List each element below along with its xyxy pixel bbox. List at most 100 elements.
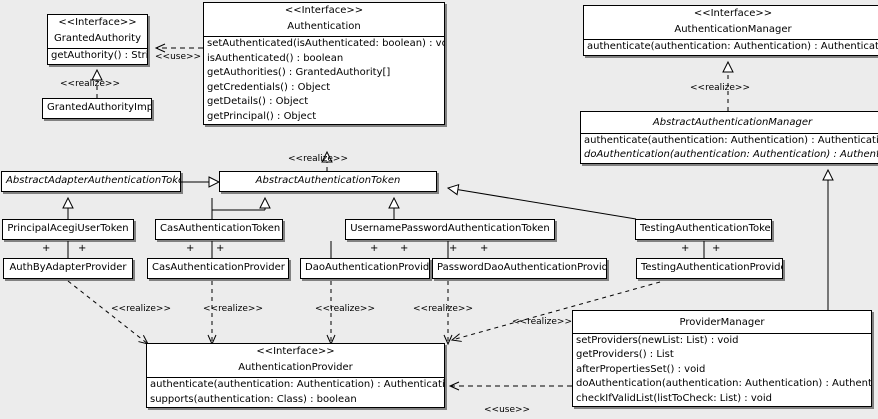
class-name: AbstractAuthenticationManager <box>652 117 813 128</box>
class-cas-authentication-token[interactable]: CasAuthenticationToken <box>155 219 283 240</box>
class-methods: getAuthority() : String <box>48 48 147 64</box>
class-header: ProviderManager <box>573 311 871 333</box>
relationship-label-use-granted-authority: <<use>> <box>155 52 202 62</box>
relationship-label-realize-password-dao-provider: <<realize>> <box>413 304 473 314</box>
class-name: CasAuthenticationToken <box>160 223 281 234</box>
class-name: ProviderManager <box>679 317 765 328</box>
association-plus-mark: + <box>42 243 51 254</box>
class-abstract-adapter-authentication-token[interactable]: AbstractAdapterAuthenticationToken <box>1 171 181 192</box>
class-granted-authority-impl[interactable]: GrantedAuthorityImpl <box>42 98 152 119</box>
class-abstract-authentication-manager[interactable]: AbstractAuthenticationManager authentica… <box>580 111 878 164</box>
association-plus-mark: + <box>449 243 458 254</box>
class-name: DaoAuthenticationProvider <box>305 262 430 273</box>
method-row: doAuthentication(authentication: Authent… <box>584 149 878 160</box>
class-name: TestingAuthenticationProvider <box>641 262 783 273</box>
relationship-label-realize-dao-provider: <<realize>> <box>315 304 375 314</box>
association-plus-mark: + <box>216 243 225 254</box>
class-header: PasswordDaoAuthenticationProvider <box>433 259 606 278</box>
class-name: CasAuthenticationProvider <box>152 262 285 273</box>
class-password-dao-authentication-provider[interactable]: PasswordDaoAuthenticationProvider <box>432 258 607 279</box>
class-name: Authentication <box>287 20 361 32</box>
stereotype-label: <<Interface>> <box>284 5 364 16</box>
method-row: getPrincipal() : Object <box>207 110 317 122</box>
relationship-label-use-provider-manager: <<use>> <box>484 405 531 415</box>
relationship-label-realize-abstract-authentication-token: <<realize>> <box>288 154 348 164</box>
class-authentication[interactable]: <<Interface>> Authentication setAuthenti… <box>203 2 445 125</box>
association-plus-mark: + <box>400 243 409 254</box>
relationship-label-realize-auth-by-adapter: <<realize>> <box>111 304 171 314</box>
class-name: AbstractAuthenticationToken <box>255 175 401 186</box>
class-methods: setAuthenticated(isAuthenticated: boolea… <box>204 36 444 124</box>
class-header: TestingAuthenticationProvider <box>637 259 782 278</box>
class-name: AuthByAdapterProvider <box>9 262 127 273</box>
class-auth-by-adapter-provider[interactable]: AuthByAdapterProvider <box>3 258 133 279</box>
class-name: PasswordDaoAuthenticationProvider <box>437 262 607 273</box>
class-header: AbstractAuthenticationManager <box>581 112 878 133</box>
relationship-label-realize-cas-provider: <<realize>> <box>203 304 263 314</box>
association-plus-mark: + <box>370 243 379 254</box>
method-row: getCredentials() : Object <box>207 81 331 93</box>
method-row: authenticate(authentication: Authenticat… <box>584 134 878 146</box>
method-row: getProviders() : List <box>576 349 674 360</box>
method-row: getDetails() : Object <box>207 96 309 107</box>
relationship-label-realize-abstract-authentication-manager: <<realize>> <box>690 83 750 93</box>
class-name: TestingAuthenticationToken <box>640 223 772 234</box>
method-row: setAuthenticated(isAuthenticated: boolea… <box>207 38 445 49</box>
class-principal-acegi-user-token[interactable]: PrincipalAcegiUserToken <box>2 219 134 240</box>
association-plus-mark: + <box>78 243 87 254</box>
class-name: AuthenticationProvider <box>238 361 353 373</box>
class-dao-authentication-provider[interactable]: DaoAuthenticationProvider <box>300 258 430 279</box>
class-header: AbstractAuthenticationToken <box>220 172 436 191</box>
class-name: AuthenticationManager <box>674 23 792 35</box>
stereotype-label: <<Interface>> <box>256 346 335 357</box>
method-row: authenticate(authentication: Authenticat… <box>150 379 445 390</box>
association-plus-mark: + <box>480 243 489 254</box>
class-header: <<Interface>> AuthenticationProvider <box>147 344 444 377</box>
relationship-label-realize-granted-authority-impl: <<realize>> <box>60 79 120 89</box>
association-plus-mark: + <box>186 243 195 254</box>
class-header: CasAuthenticationProvider <box>148 259 288 278</box>
class-methods: authenticate(authentication: Authenticat… <box>581 132 878 163</box>
method-row: supports(authentication: Class) : boolea… <box>150 393 357 405</box>
method-row: afterPropertiesSet() : void <box>576 363 706 375</box>
method-row: setProviders(newList: List) : void <box>576 334 739 346</box>
class-authentication-manager[interactable]: <<Interface>> AuthenticationManager auth… <box>583 5 878 56</box>
class-authentication-provider[interactable]: <<Interface>> AuthenticationProvider aut… <box>146 343 445 408</box>
stereotype-label: <<Interface>> <box>58 17 137 28</box>
class-testing-authentication-token[interactable]: TestingAuthenticationToken <box>635 219 772 240</box>
class-header: CasAuthenticationToken <box>156 220 282 239</box>
class-abstract-authentication-token[interactable]: AbstractAuthenticationToken <box>219 171 437 192</box>
class-name: GrantedAuthorityImpl <box>47 102 152 113</box>
class-methods: authenticate(authentication: Authenticat… <box>147 377 444 407</box>
class-header: DaoAuthenticationProvider <box>301 259 429 278</box>
class-methods: setProviders(newList: List) : void getPr… <box>573 332 872 407</box>
class-header: AuthByAdapterProvider <box>4 259 132 278</box>
association-plus-mark: + <box>681 243 690 254</box>
class-name: GrantedAuthority <box>53 32 142 44</box>
class-provider-manager[interactable]: ProviderManager setProviders(newList: Li… <box>572 310 872 407</box>
method-row: isAuthenticated() : boolean <box>207 52 344 64</box>
method-row: getAuthorities() : GrantedAuthority[] <box>207 67 391 78</box>
class-header: AbstractAdapterAuthenticationToken <box>2 172 180 191</box>
class-methods: authenticate(authentication: Authenticat… <box>584 39 878 55</box>
method-row: checkIfValidList(listToCheck: List) : vo… <box>576 392 773 404</box>
class-header: TestingAuthenticationToken <box>636 220 771 239</box>
method-row: authenticate(authentication: Authenticat… <box>587 41 878 52</box>
method-row: doAuthentication(authentication: Authent… <box>576 378 872 389</box>
class-header: UsernamePasswordAuthenticationToken <box>346 220 554 239</box>
class-name: AbstractAdapterAuthenticationToken <box>6 175 181 186</box>
class-cas-authentication-provider[interactable]: CasAuthenticationProvider <box>147 258 289 279</box>
class-header: PrincipalAcegiUserToken <box>3 220 133 239</box>
class-granted-authority[interactable]: <<Interface>> GrantedAuthority getAuthor… <box>47 14 148 65</box>
stereotype-label: <<Interface>> <box>693 8 773 19</box>
class-header: <<Interface>> GrantedAuthority <box>48 15 147 48</box>
association-plus-mark: + <box>712 243 721 254</box>
class-username-password-authentication-token[interactable]: UsernamePasswordAuthenticationToken <box>345 219 555 240</box>
class-header: <<Interface>> AuthenticationManager <box>584 6 878 39</box>
class-header: GrantedAuthorityImpl <box>43 99 151 118</box>
class-testing-authentication-provider[interactable]: TestingAuthenticationProvider <box>636 258 783 279</box>
method-row: getAuthority() : String <box>51 50 147 61</box>
relationship-label-realize-provider-manager: <<realize>> <box>512 317 572 327</box>
class-name: UsernamePasswordAuthenticationToken <box>350 223 550 234</box>
